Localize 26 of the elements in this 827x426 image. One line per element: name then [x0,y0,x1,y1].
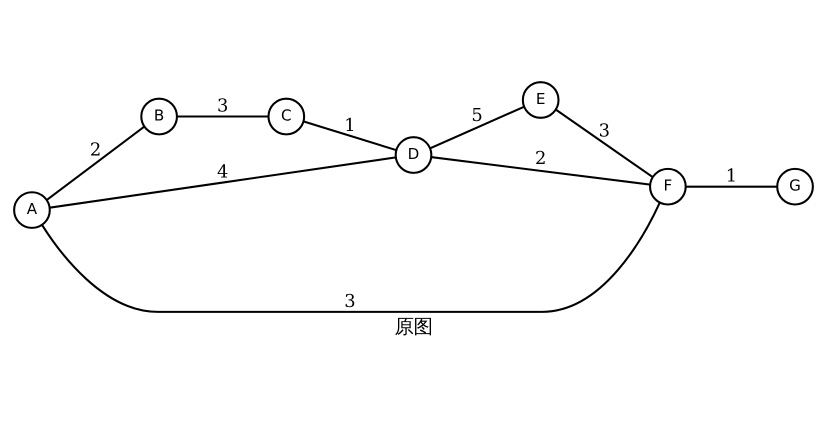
node-circle: C [267,98,306,136]
edge-label: 2 [534,148,546,169]
node-circle: F [649,168,687,206]
edge-label: 5 [471,105,483,126]
connector [430,106,525,150]
edge-label: 1 [726,166,738,187]
node-circle: A [13,191,51,229]
edge-label: 2 [90,140,102,161]
node-circle: D [394,136,432,174]
edge-label: 3 [598,120,610,142]
edge-label: 4 [217,162,228,183]
caption: 原图 [394,314,433,338]
connector [303,120,397,152]
edge-label: 1 [344,114,356,136]
connector [46,126,146,201]
node-circle: E [522,81,560,119]
connector [49,156,396,209]
connector [686,186,778,188]
edge-label: 3 [217,96,228,117]
connector [555,108,654,178]
node-circle: G [776,168,814,206]
connector [176,115,269,118]
node-circle: B [140,98,178,136]
connector [41,202,661,313]
connector [430,156,650,186]
edge-label: 3 [344,290,356,312]
